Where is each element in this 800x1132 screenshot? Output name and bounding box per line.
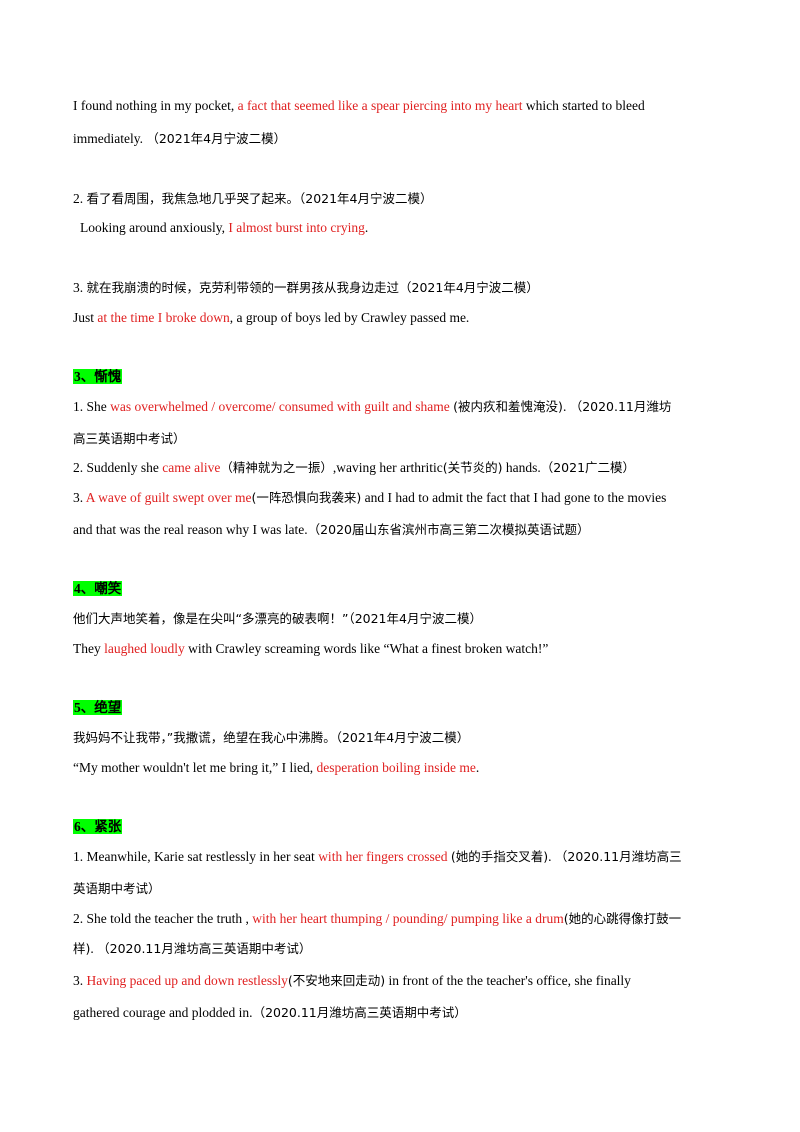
section-heading: 5、绝望	[73, 699, 123, 717]
text-line: 1. She was overwhelmed / overcome/ consu…	[73, 398, 671, 416]
text-line: 3. A wave of guilt swept over me(一阵恐惧向我袭…	[73, 489, 666, 507]
text-line: 2. She told the teacher the truth , with…	[73, 910, 681, 928]
text-segment: I found nothing in my pocket,	[73, 98, 238, 113]
highlight-phrase: desperation boiling inside me	[316, 760, 476, 775]
text-segment: 我妈妈不让我带，”我撒谎，绝望在我心中沸腾。（2021年4月宁波二模）	[73, 730, 470, 745]
text-segment: 1. She	[73, 399, 111, 414]
text-segment: （2020.11月潍坊高三	[554, 849, 682, 864]
text-segment: They	[73, 641, 105, 656]
text-segment: Just	[73, 310, 98, 325]
highlight-phrase: was overwhelmed / overcome/ consumed wit…	[110, 399, 450, 414]
text-line: 3. 就在我崩溃的时候，克劳利带领的一群男孩从我身边走过（2021年4月宁波二模…	[73, 279, 539, 297]
text-line: Looking around anxiously, I almost burst…	[80, 219, 368, 237]
text-segment: (她的手指交叉着)	[450, 849, 549, 864]
text-segment: (她的心跳得像打鼓一	[563, 911, 682, 926]
text-segment: .	[364, 220, 369, 235]
text-segment: 3.	[73, 490, 86, 505]
text-segment: with Crawley screaming words like “What …	[184, 641, 549, 656]
text-segment: in front of the the teacher's office, sh…	[385, 973, 631, 988]
text-line: 2. 看了看周围，我焦急地几乎哭了起来。（2021年4月宁波二模）	[73, 190, 433, 208]
text-segment: (不安地来回走动)	[287, 973, 386, 988]
text-segment: 3.	[73, 973, 87, 988]
text-segment: 高三英语期中考试）	[73, 431, 186, 446]
highlight-phrase: A wave of guilt swept over me	[85, 490, 252, 505]
text-segment: (被内疚和羞愧淹没)	[453, 399, 563, 414]
heading-label: 6、紧张	[73, 819, 123, 834]
text-segment: and I had to admit the fact that I had g…	[361, 490, 667, 505]
text-line: 我妈妈不让我带，”我撒谎，绝望在我心中沸腾。（2021年4月宁波二模）	[73, 729, 469, 747]
heading-label: 3、惭愧	[73, 369, 123, 384]
text-line: immediately. （2021年4月宁波二模）	[73, 130, 286, 148]
text-segment: hands.	[502, 460, 541, 475]
text-segment: (关节炎的)	[442, 460, 503, 475]
text-segment: and that was the real reason why I was l…	[73, 522, 308, 537]
highlight-phrase: with her heart thumping / pounding/ pump…	[252, 911, 564, 926]
text-segment: “My mother wouldn't let me bring it,” I …	[73, 760, 317, 775]
section-heading: 3、惭愧	[73, 368, 123, 386]
text-segment: .	[548, 849, 555, 864]
heading-label: 5、绝望	[73, 700, 123, 715]
highlight-phrase: with her fingers crossed	[318, 849, 448, 864]
text-segment: （2021广二模）	[540, 460, 636, 475]
text-segment: immediately.	[73, 131, 147, 146]
highlight-phrase: laughed loudly	[104, 641, 185, 656]
text-line: I found nothing in my pocket, a fact tha…	[73, 97, 645, 115]
text-segment: 看了看周围，我焦急地几乎哭了起来。（2021年4月宁波二模）	[86, 191, 433, 206]
text-segment: 2. She told the teacher the truth ,	[73, 911, 253, 926]
text-line: and that was the real reason why I was l…	[73, 521, 589, 539]
text-segment: （2020.11月潍坊高三英语期中考试）	[97, 941, 312, 956]
text-segment: 就在我崩溃的时候，克劳利带领的一群男孩从我身边走过（2021年4月宁波二模）	[86, 280, 539, 295]
highlight-phrase: a fact that seemed like a spear piercing…	[237, 98, 523, 113]
heading-label: 4、嘲笑	[73, 581, 123, 596]
text-segment: 2.	[73, 191, 87, 206]
text-line: They laughed loudly with Crawley screami…	[73, 640, 548, 658]
highlight-phrase: came alive	[162, 460, 221, 475]
text-segment: （2020届山东省滨州市高三第二次模拟英语试题）	[307, 522, 590, 537]
text-segment: which started to bleed	[522, 98, 645, 113]
text-line: “My mother wouldn't let me bring it,” I …	[73, 759, 479, 777]
section-heading: 4、嘲笑	[73, 580, 123, 598]
text-segment: , a group of boys led by Crawley passed …	[229, 310, 470, 325]
text-line: 3. Having paced up and down restlessly(不…	[73, 972, 631, 990]
text-segment: .	[475, 760, 480, 775]
text-segment: 2. Suddenly she	[73, 460, 163, 475]
text-line: gathered courage and plodded in.（2020.11…	[73, 1004, 467, 1022]
text-line: 样). （2020.11月潍坊高三英语期中考试）	[73, 940, 311, 958]
text-line: 1. Meanwhile, Karie sat restlessly in he…	[73, 848, 682, 866]
text-segment: .	[562, 399, 570, 414]
text-line: 高三英语期中考试）	[73, 430, 186, 448]
text-line: 2. Suddenly she came alive（精神就为之一振）,wavi…	[73, 459, 635, 477]
text-segment: （2021年4月宁波二模）	[146, 131, 287, 146]
highlight-phrase: I almost burst into crying	[228, 220, 365, 235]
text-segment: （精神就为之一振）	[220, 460, 333, 475]
text-segment: 1. Meanwhile, Karie sat restlessly in he…	[73, 849, 319, 864]
text-segment: gathered courage and plodded in.	[73, 1005, 253, 1020]
text-segment: 他们大声地笑着，像是在尖叫“多漂亮的破表啊！”（2021年4月宁波二模）	[73, 611, 482, 626]
text-segment: 英语期中考试）	[73, 881, 161, 896]
text-segment: （2020.11月潍坊高三英语期中考试）	[252, 1005, 467, 1020]
text-segment: （2020.11月潍坊	[569, 399, 672, 414]
text-line: 他们大声地笑着，像是在尖叫“多漂亮的破表啊！”（2021年4月宁波二模）	[73, 610, 482, 628]
highlight-phrase: at the time I broke down	[97, 310, 230, 325]
text-segment: 3.	[73, 280, 87, 295]
text-line: 英语期中考试）	[73, 880, 161, 898]
highlight-phrase: Having paced up and down restlessly	[86, 973, 288, 988]
text-segment: ,waving her arthritic	[332, 460, 443, 475]
text-line: Just at the time I broke down, a group o…	[73, 309, 469, 327]
text-segment: Looking around anxiously,	[80, 220, 229, 235]
text-segment: (一阵恐惧向我袭来)	[251, 490, 362, 505]
text-segment: 样)	[73, 941, 91, 956]
text-segment: .	[90, 941, 98, 956]
section-heading: 6、紧张	[73, 818, 123, 836]
